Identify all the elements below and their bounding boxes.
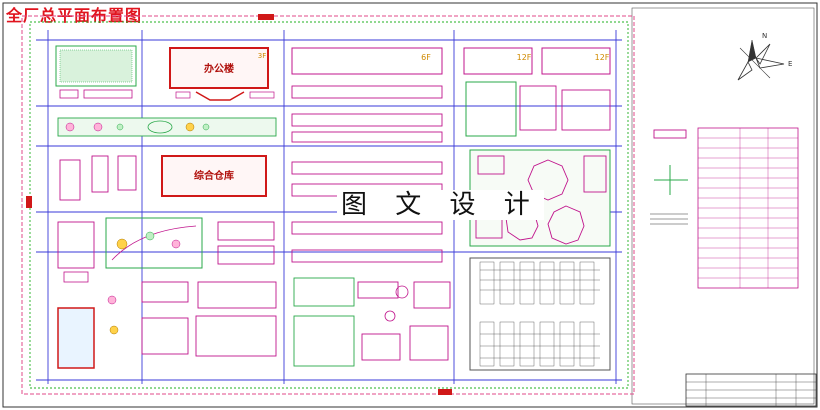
workshop-rows [291,85,443,263]
small-building [197,281,277,309]
sports-field [55,45,137,87]
small-building [249,91,275,99]
dormitory-building [463,47,533,75]
warehouse-building [161,155,267,197]
reservoir [57,307,95,369]
small-building [561,89,611,131]
north-gate [258,14,274,20]
landscape-strip [57,117,277,137]
small-building [59,89,79,99]
dormitory-floor-label: 12F [517,53,532,62]
pavilion [547,205,585,245]
small-building [357,281,399,299]
garden-plot [293,277,355,307]
small-building [175,91,191,99]
small-building [57,221,95,269]
west-gate [26,196,32,208]
small-building [59,159,81,201]
main-factory [469,257,611,371]
legend-road-symbol [650,213,688,225]
small-building [217,245,275,265]
garden-plot [105,217,203,269]
office-floor-label: 3F [258,52,266,60]
dormitory-floor-label: 12F [595,53,610,62]
garden-trees [107,231,181,335]
south-gate [438,389,452,395]
warehouse-label: 综合仓库 [194,169,234,182]
workshop-floor-label: 6F [421,53,431,62]
small-building [141,317,189,355]
site-boundary [21,15,635,395]
small-building [361,333,401,361]
small-building [413,281,451,309]
small-building [409,325,449,361]
landscape-trees [65,120,210,134]
workshop-building [291,47,443,75]
small-building [117,155,137,191]
garden-plot [465,81,517,137]
tank [384,310,396,322]
office-entrance [195,91,245,101]
small-building [63,271,89,283]
small-building [91,155,109,193]
small-building [477,155,505,175]
dormitory-building [541,47,611,75]
tank [395,285,409,299]
compass-north-label: N [762,32,767,40]
factory-bays [479,261,600,367]
small-building [195,315,277,357]
north-arrow: N E [737,32,792,81]
legend-panel-frame [631,7,815,405]
small-building [217,221,275,241]
compass-east-label: E [788,60,792,68]
schedule-table-grid [698,128,798,288]
pavilion [527,159,569,201]
small-building [519,85,557,131]
office-building-label: 办公楼 [204,62,234,75]
watermark-text: 图 文 设 计 [337,190,544,220]
sports-field-grass [59,49,133,83]
legend-symbol [653,129,687,139]
garden-plot [293,315,355,367]
small-building [583,155,607,193]
title-block-grid [686,374,816,406]
small-building [141,281,189,303]
small-building [83,89,133,99]
office-building [169,47,269,89]
